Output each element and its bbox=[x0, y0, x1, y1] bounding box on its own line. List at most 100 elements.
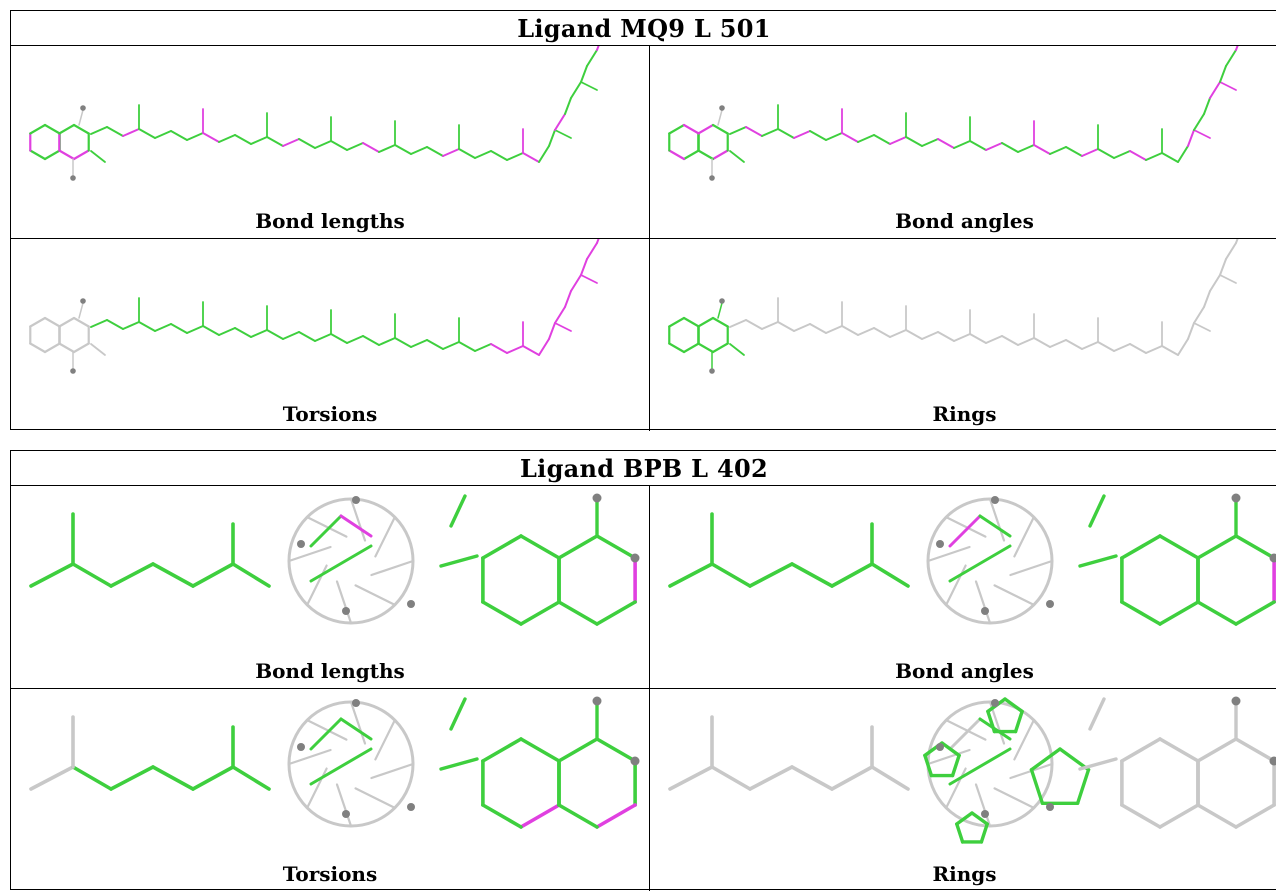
atom bbox=[407, 803, 415, 811]
bond bbox=[559, 805, 597, 827]
panel-rings: Rings bbox=[650, 689, 1276, 891]
molecule-view bbox=[11, 689, 649, 857]
bond bbox=[555, 307, 565, 323]
bond bbox=[59, 125, 74, 134]
ligand-title: Ligand BPB L 402 bbox=[11, 451, 1276, 486]
bond bbox=[521, 602, 559, 624]
bond bbox=[670, 767, 712, 789]
bond bbox=[363, 143, 379, 152]
bond bbox=[74, 344, 89, 353]
bond bbox=[1210, 275, 1220, 291]
bond bbox=[427, 147, 443, 156]
bond bbox=[539, 339, 549, 355]
bond bbox=[74, 318, 89, 327]
bond bbox=[483, 739, 521, 761]
bond bbox=[922, 139, 938, 146]
bond bbox=[1178, 339, 1188, 355]
bond bbox=[187, 326, 203, 333]
panel-torsions: Torsions bbox=[11, 689, 649, 891]
atom bbox=[631, 757, 640, 766]
bond bbox=[1204, 98, 1210, 114]
bond bbox=[155, 131, 171, 138]
panel-label: Bond angles bbox=[650, 654, 1276, 688]
bond bbox=[555, 114, 565, 130]
bond bbox=[45, 125, 60, 134]
bond bbox=[331, 334, 347, 343]
bond bbox=[581, 66, 587, 82]
bond bbox=[395, 338, 411, 347]
bond bbox=[1080, 759, 1116, 769]
bond bbox=[874, 135, 890, 144]
bond bbox=[507, 153, 523, 160]
bond bbox=[1082, 149, 1098, 156]
bond bbox=[1204, 291, 1210, 307]
bond bbox=[171, 131, 187, 140]
bond bbox=[235, 135, 251, 144]
bond bbox=[1198, 805, 1236, 827]
bond bbox=[1130, 344, 1146, 353]
molecule-view bbox=[11, 46, 649, 204]
bond bbox=[890, 330, 906, 337]
bond bbox=[283, 332, 299, 339]
bond bbox=[549, 130, 555, 146]
bond bbox=[1082, 342, 1098, 349]
panel-label: Torsions bbox=[11, 397, 649, 431]
bond bbox=[730, 127, 746, 134]
bond bbox=[267, 330, 283, 339]
bond bbox=[1210, 82, 1220, 98]
atom bbox=[80, 298, 86, 304]
atom bbox=[70, 368, 76, 374]
bond bbox=[155, 324, 171, 331]
bond bbox=[375, 720, 394, 759]
bond bbox=[371, 764, 413, 778]
bond bbox=[1018, 145, 1034, 152]
bond bbox=[730, 320, 746, 327]
bond bbox=[587, 50, 597, 66]
bond bbox=[713, 318, 728, 327]
bond bbox=[1114, 151, 1130, 158]
bond bbox=[1160, 739, 1198, 761]
bond bbox=[1220, 82, 1236, 90]
atom bbox=[719, 105, 725, 111]
bond bbox=[451, 496, 465, 526]
bond bbox=[45, 151, 60, 160]
bond bbox=[832, 564, 872, 586]
bond bbox=[79, 110, 83, 125]
bond bbox=[111, 767, 153, 789]
bond bbox=[842, 133, 858, 142]
bond bbox=[441, 556, 477, 566]
atom bbox=[936, 540, 944, 548]
bond bbox=[922, 332, 938, 339]
bond bbox=[597, 602, 635, 624]
bond bbox=[1122, 602, 1160, 624]
bond bbox=[810, 131, 826, 140]
bond bbox=[203, 133, 219, 142]
bond bbox=[571, 82, 581, 98]
bond bbox=[1002, 336, 1018, 345]
atom bbox=[342, 810, 350, 818]
bond bbox=[976, 581, 990, 623]
bond bbox=[858, 135, 874, 142]
bond bbox=[1002, 143, 1018, 152]
bond bbox=[341, 516, 371, 536]
bond bbox=[1188, 130, 1194, 146]
panel-torsions: Torsions bbox=[11, 239, 649, 431]
bond bbox=[1162, 153, 1178, 162]
bond bbox=[890, 137, 906, 144]
bond bbox=[375, 517, 394, 556]
bond bbox=[559, 739, 597, 761]
bond bbox=[351, 702, 365, 744]
bond bbox=[483, 805, 521, 827]
bond bbox=[491, 151, 507, 160]
bond bbox=[698, 318, 713, 327]
bond bbox=[539, 146, 549, 162]
molecule-view bbox=[650, 689, 1276, 857]
bond bbox=[684, 318, 699, 327]
bond bbox=[107, 127, 123, 136]
bond bbox=[491, 344, 507, 353]
bond bbox=[1236, 602, 1274, 624]
panel-label: Rings bbox=[650, 857, 1276, 891]
bond bbox=[337, 784, 351, 826]
bond bbox=[1066, 147, 1082, 156]
bond bbox=[521, 739, 559, 761]
